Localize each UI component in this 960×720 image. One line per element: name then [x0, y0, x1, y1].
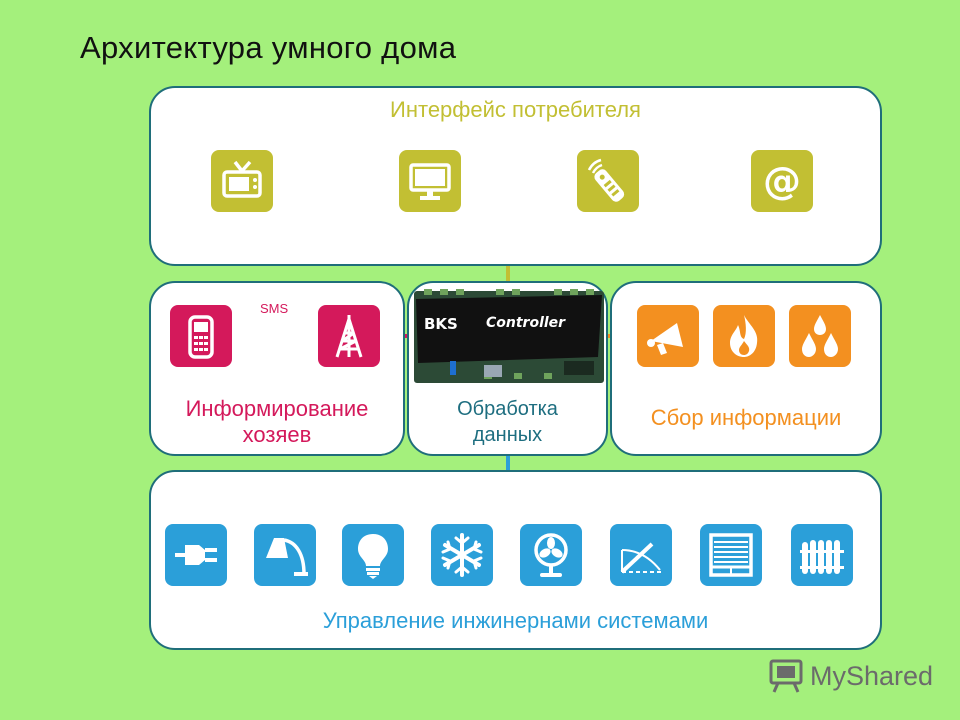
- fan-icon[interactable]: [520, 524, 582, 586]
- window-icon[interactable]: [610, 524, 672, 586]
- snowflake-icon[interactable]: [431, 524, 493, 586]
- desk-lamp-icon[interactable]: [254, 524, 316, 586]
- blinds-icon[interactable]: [700, 524, 762, 586]
- tv-icon[interactable]: [211, 150, 273, 212]
- page-title: Архитектура умного дома: [80, 30, 457, 65]
- radiator-icon[interactable]: [791, 524, 853, 586]
- engineering-systems-title: Управление инжинернами системами: [322, 608, 709, 633]
- mobile-phone-icon[interactable]: [170, 305, 232, 367]
- svg-text:@: @: [763, 159, 801, 203]
- data-processing-title-line1: Обработка: [457, 398, 558, 420]
- myshared-watermark: MyShared: [768, 658, 933, 694]
- remote-icon[interactable]: [577, 150, 639, 212]
- monitor-icon[interactable]: [399, 150, 461, 212]
- sms-label: SMS: [260, 301, 289, 316]
- radio-tower-icon[interactable]: [318, 305, 380, 367]
- owners-informing-title-line2: хозяев: [242, 422, 312, 447]
- controller-label: Controller: [486, 315, 566, 331]
- myshared-logo-text: MyShared: [810, 660, 934, 691]
- megaphone-icon[interactable]: [637, 305, 699, 367]
- information-collection-title: Сбор информации: [650, 405, 842, 430]
- light-bulb-icon[interactable]: [342, 524, 404, 586]
- bks-controller-image: BKS Controller: [414, 289, 604, 383]
- controller-brand: BKS: [424, 315, 458, 333]
- fire-icon[interactable]: [713, 305, 775, 367]
- water-drops-icon[interactable]: [789, 305, 851, 367]
- email-at-icon[interactable]: @: [751, 150, 813, 212]
- data-processing-title-line2: данных: [472, 424, 543, 446]
- myshared-logo-icon: [769, 659, 803, 693]
- consumer-interface-title: Интерфейс потребителя: [390, 97, 641, 122]
- owners-informing-title-line1: Информирование: [185, 396, 369, 421]
- power-plug-icon[interactable]: [165, 524, 227, 586]
